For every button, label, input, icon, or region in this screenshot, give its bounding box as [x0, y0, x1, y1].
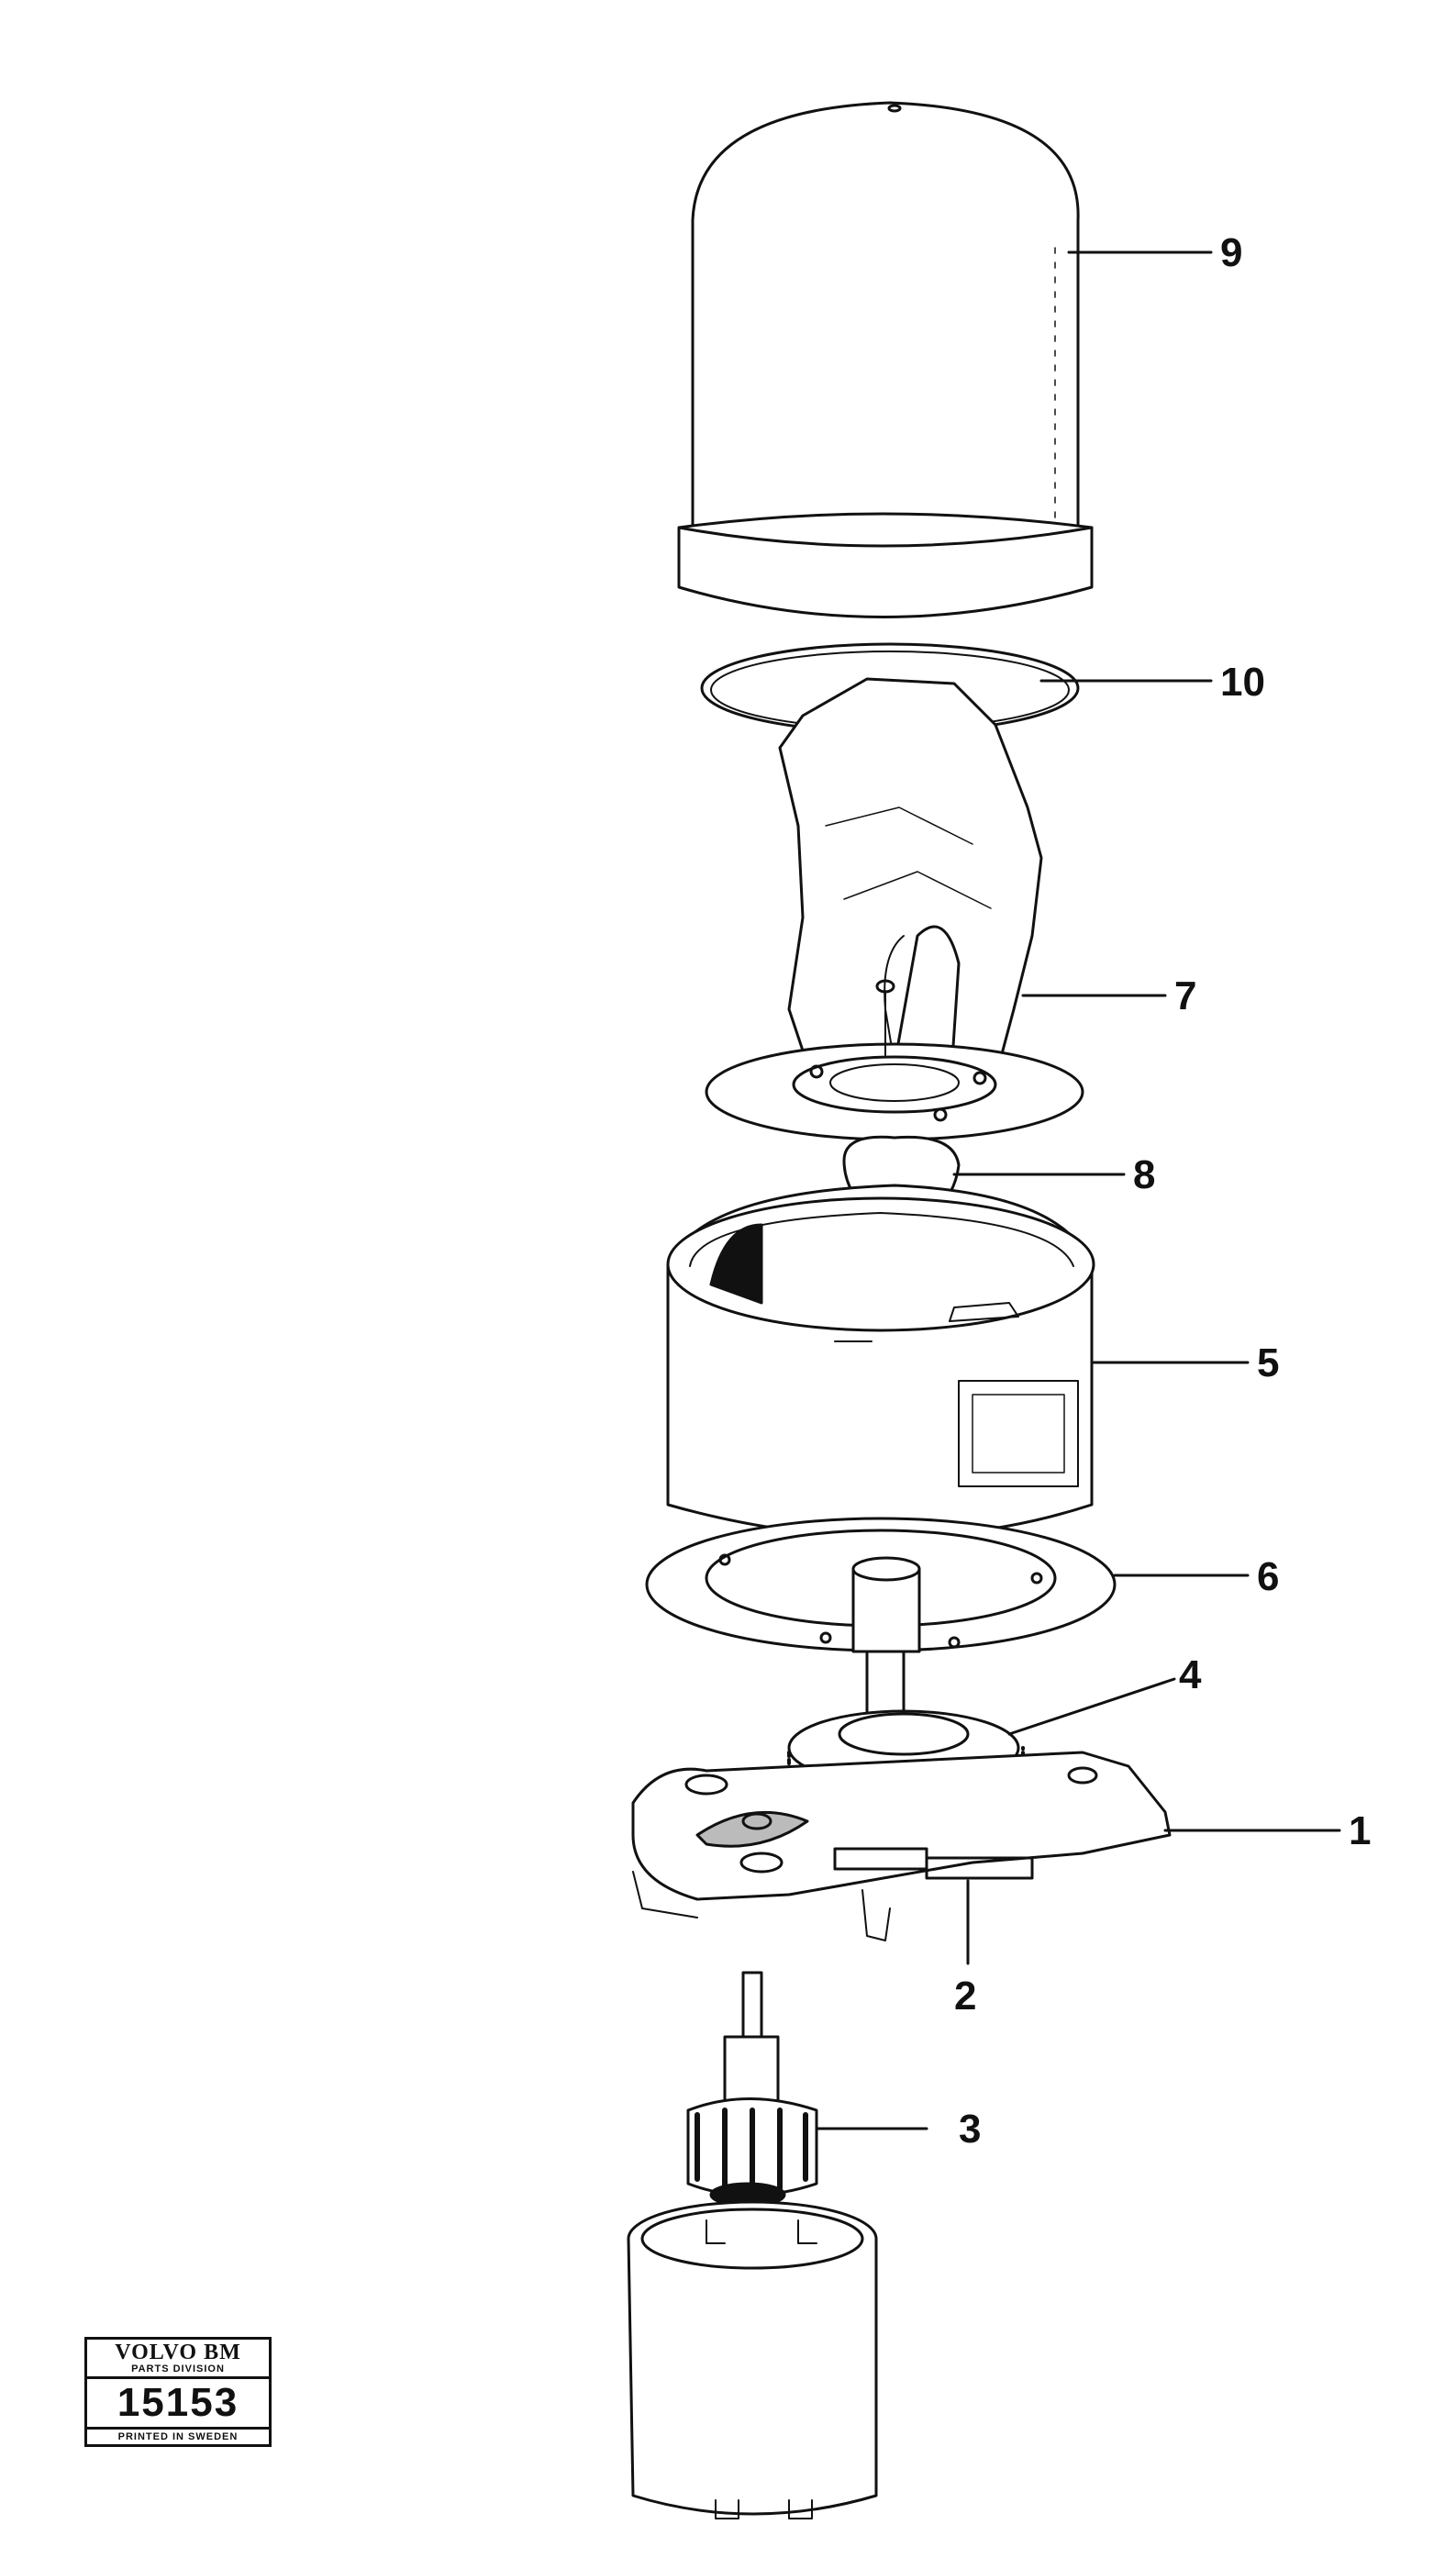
callout-4: 4 [1179, 1652, 1202, 1697]
stamp-brand: VOLVO BM [115, 2341, 241, 2364]
callout-7: 7 [1174, 973, 1196, 1018]
motor-plate [631, 1751, 1172, 1941]
base-flange [645, 1517, 1117, 1653]
parts-stamp: VOLVO BM PARTS DIVISION 15153 PRINTED IN… [84, 2337, 272, 2447]
stamp-number: 15153 [87, 2376, 269, 2430]
dome-lens [677, 101, 1094, 618]
leader-lines [815, 250, 1341, 2130]
callout-5: 5 [1257, 1340, 1279, 1385]
stamp-division: PARTS DIVISION [131, 2363, 225, 2374]
callout-9: 9 [1220, 230, 1242, 275]
callout-8: 8 [1133, 1152, 1155, 1197]
callout-6: 6 [1257, 1554, 1279, 1599]
callout-2: 2 [954, 1974, 976, 2018]
motor-cup [627, 2200, 878, 2519]
armature [686, 1971, 818, 2241]
callout-10: 10 [1220, 660, 1265, 705]
callout-3: 3 [959, 2107, 981, 2152]
callout-1: 1 [1349, 1808, 1371, 1853]
reflector-base-plate [705, 979, 1084, 1141]
housing [666, 1184, 1095, 1539]
reflector [778, 677, 1043, 1103]
stamp-printed: PRINTED IN SWEDEN [117, 2431, 239, 2442]
